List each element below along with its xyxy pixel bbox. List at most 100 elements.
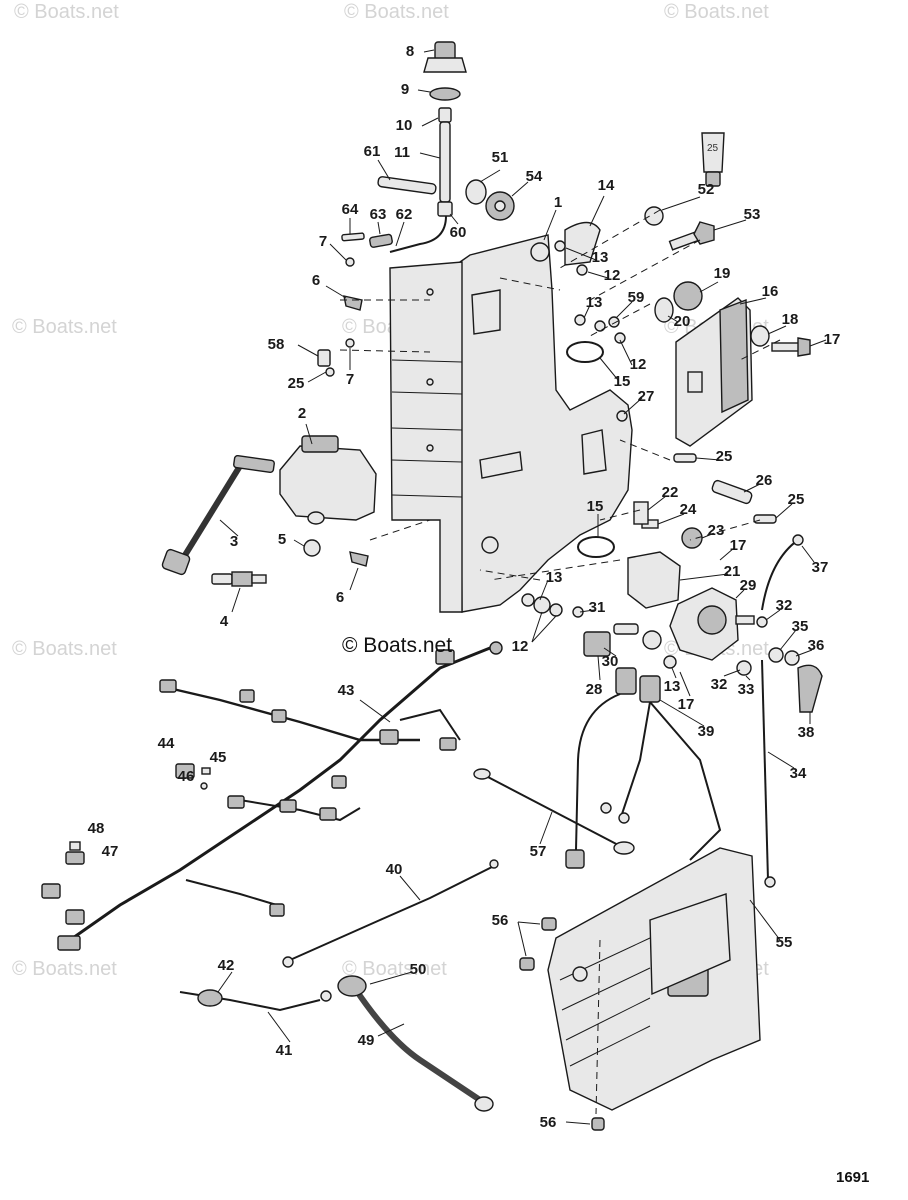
starter-solenoid <box>669 587 755 661</box>
callout-20: 20 <box>674 313 691 330</box>
callout-46: 46 <box>178 768 195 785</box>
spacer-20 <box>654 297 674 323</box>
cable-37 <box>761 539 799 611</box>
assembly-dashed-lines <box>339 209 781 1115</box>
callout-14: 14 <box>598 177 615 194</box>
callout-57: 57 <box>530 843 547 860</box>
trim-harness <box>565 667 722 869</box>
watermark-top-right: © Boats.net <box>664 1 769 23</box>
callout-19: 19 <box>714 265 731 282</box>
callout-17: 17 <box>678 696 695 713</box>
main-wiring-harness <box>41 641 503 951</box>
callout-41: 41 <box>276 1042 293 1059</box>
figure-number: 1691 <box>836 1169 869 1186</box>
callout-16: 16 <box>762 283 779 300</box>
fuse-holder <box>583 623 639 657</box>
solenoid-hardware <box>736 616 800 676</box>
callout-15: 15 <box>587 498 604 515</box>
callout-42: 42 <box>218 957 235 974</box>
electrical-plate <box>389 234 633 613</box>
callout-3: 3 <box>230 533 238 550</box>
callout-12: 12 <box>512 638 529 655</box>
callout-21: 21 <box>724 563 741 580</box>
grommet-56-lower <box>591 1117 605 1131</box>
callout-34: 34 <box>790 765 807 782</box>
electrical-cover <box>547 847 761 1111</box>
cable-34 <box>761 659 769 881</box>
cable-34-terminal <box>764 876 776 888</box>
callout-32: 32 <box>711 676 728 693</box>
fuel-vent-hose-assembly <box>341 41 467 253</box>
callout-54: 54 <box>526 168 543 185</box>
callout-13: 13 <box>586 294 603 311</box>
callout-18: 18 <box>782 311 799 328</box>
callout-13: 13 <box>546 569 563 586</box>
callout-9: 9 <box>401 81 409 98</box>
callout-58: 58 <box>268 336 285 353</box>
callout-6: 6 <box>312 272 320 289</box>
callout-1: 1 <box>554 194 562 211</box>
callout-13: 13 <box>592 249 609 266</box>
cable-41 <box>179 989 332 1012</box>
callout-64: 64 <box>342 201 359 218</box>
callout-22: 22 <box>662 484 679 501</box>
callout-30: 30 <box>602 653 619 670</box>
callout-4: 4 <box>220 613 229 630</box>
callout-36: 36 <box>808 637 825 654</box>
callout-12: 12 <box>630 356 647 373</box>
callout-11: 11 <box>394 144 410 161</box>
engine-control-module <box>675 297 753 447</box>
callout-49: 49 <box>358 1032 375 1049</box>
standoff-bars <box>673 453 777 524</box>
callout-40: 40 <box>386 861 403 878</box>
watermark-top-left: © Boats.net <box>14 1 119 23</box>
callout-25: 25 <box>288 375 305 392</box>
grommets <box>465 179 515 221</box>
fastener-group-left <box>303 257 369 567</box>
grommet-19 <box>673 281 703 311</box>
starter-relay <box>627 501 703 609</box>
callout-7: 7 <box>319 233 327 250</box>
callout-25: 25 <box>716 448 733 465</box>
watermark-lower-left: © Boats.net <box>12 638 117 660</box>
callout-27: 27 <box>638 388 655 405</box>
callout-17: 17 <box>730 537 747 554</box>
callout-24: 24 <box>680 501 697 518</box>
callout-51: 51 <box>492 149 509 166</box>
callout-56: 56 <box>492 912 509 929</box>
callout-61: 61 <box>364 143 381 160</box>
callout-10: 10 <box>396 117 413 134</box>
watermark-mid-left: © Boats.net <box>12 316 117 338</box>
bracket <box>564 221 601 266</box>
watermark-bottom-left: © Boats.net <box>12 958 117 980</box>
terminal-boot <box>797 664 823 713</box>
callout-12: 12 <box>604 267 621 284</box>
center-watermark: © Boats.net <box>342 634 452 657</box>
callout-15: 15 <box>614 373 631 390</box>
callout-50: 50 <box>410 961 427 978</box>
callout-43: 43 <box>338 682 355 699</box>
callout-39: 39 <box>698 723 715 740</box>
watermark-top-center: © Boats.net <box>344 1 449 23</box>
callout-55: 55 <box>776 934 793 951</box>
leader-lines <box>217 49 827 1125</box>
grommet-56-upper <box>541 917 557 931</box>
callout-59: 59 <box>628 289 645 306</box>
callout-45: 45 <box>210 749 227 766</box>
cable-37-terminal <box>792 534 804 546</box>
callout-32: 32 <box>776 597 793 614</box>
grease-tube: 25 <box>701 132 725 187</box>
callout-28: 28 <box>586 681 603 698</box>
washer <box>644 206 664 226</box>
grommet-56-middle <box>519 957 535 971</box>
callout-13: 13 <box>664 678 681 695</box>
callout-6: 6 <box>336 589 344 606</box>
callout-53: 53 <box>744 206 761 223</box>
spark-plug-lead <box>161 454 275 576</box>
callout-7: 7 <box>346 371 354 388</box>
callout-33: 33 <box>738 681 755 698</box>
callout-60: 60 <box>450 224 467 241</box>
harness-connectors-loose <box>65 763 211 865</box>
